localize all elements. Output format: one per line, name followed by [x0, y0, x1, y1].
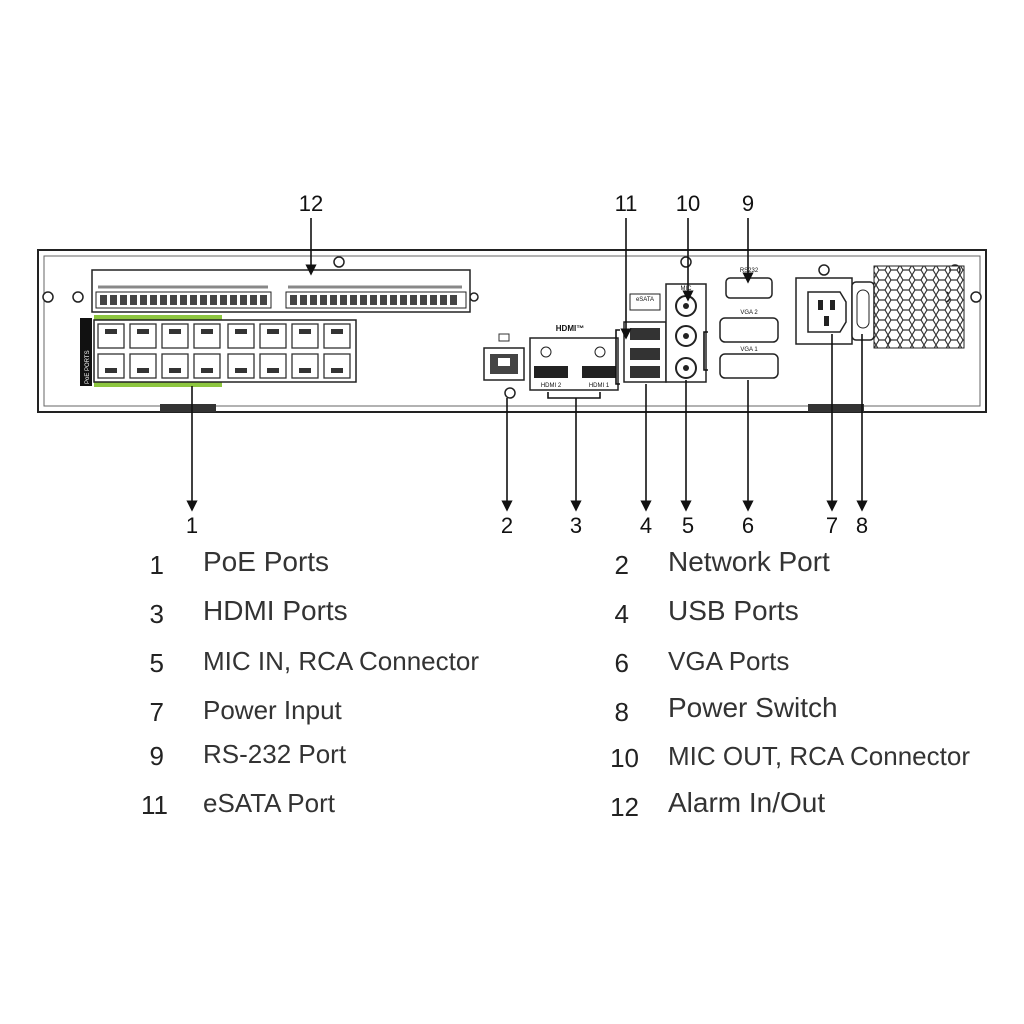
callout-lines [186, 218, 868, 512]
poe-ports: PoE PORTS [80, 315, 357, 387]
callout-3: 3 [570, 513, 582, 538]
vga1-label: VGA 1 [740, 347, 758, 353]
legend-num: 7 [149, 697, 164, 727]
legend-label: Power Switch [668, 692, 838, 723]
legend-label: Power Input [203, 695, 342, 725]
legend-num: 9 [149, 741, 164, 771]
legend-num: 11 [141, 790, 168, 820]
legend-num: 1 [149, 550, 164, 580]
legend-label: eSATA Port [203, 788, 335, 818]
mic-connectors: MIC [665, 283, 707, 383]
legend-label: HDMI Ports [203, 595, 348, 626]
callout-11: 11 [615, 191, 638, 216]
network-port [483, 333, 525, 381]
legend-num: 10 [610, 743, 639, 773]
callout-4: 4 [640, 513, 652, 538]
callout-12: 12 [299, 191, 323, 216]
callout-7: 7 [826, 513, 838, 538]
legend-num: 8 [614, 697, 629, 727]
esata-label: eSATA [636, 297, 654, 303]
legend-num: 3 [149, 599, 164, 629]
callout-5: 5 [682, 513, 694, 538]
callout-10: 10 [676, 191, 700, 216]
legend-label: PoE Ports [203, 546, 330, 577]
legend-num: 2 [614, 550, 629, 580]
power-section [795, 265, 965, 349]
alarm-terminal-block [91, 269, 471, 313]
legend-num: 6 [614, 648, 629, 678]
callout-8: 8 [856, 513, 868, 538]
legend-num: 12 [610, 792, 639, 822]
legend-label: MIC OUT, RCA Connector [668, 741, 970, 771]
legend-label: VGA Ports [668, 646, 790, 676]
legend-label: MIC IN, RCA Connector [203, 646, 479, 676]
mic-label: MIC [681, 286, 693, 292]
hdmi1-label: HDMI 1 [589, 383, 610, 389]
callout-6: 6 [742, 513, 754, 538]
hdmi-ports: HDMI™ HDMI 2 HDMI 1 [529, 324, 619, 391]
legend-label: RS-232 Port [203, 739, 347, 769]
legend-label: Network Port [668, 546, 830, 577]
callout-1: 1 [186, 513, 198, 538]
callout-9: 9 [742, 191, 754, 216]
esata-usb-block: eSATA [623, 293, 667, 383]
rs232-vga-block: RS232 VGA 2 VGA 1 [719, 268, 779, 379]
legend-num: 4 [614, 599, 629, 629]
vga2-label: VGA 2 [740, 310, 758, 316]
legend-label: USB Ports [668, 595, 799, 626]
legend-label: Alarm In/Out [668, 787, 826, 818]
hdmi-logo: HDMI™ [556, 324, 584, 333]
hdmi2-label: HDMI 2 [541, 383, 562, 389]
rs232-label: RS232 [740, 268, 759, 274]
poe-ports-vertical-label: PoE PORTS [85, 350, 91, 384]
callout-2: 2 [501, 513, 513, 538]
legend-num: 5 [149, 648, 164, 678]
